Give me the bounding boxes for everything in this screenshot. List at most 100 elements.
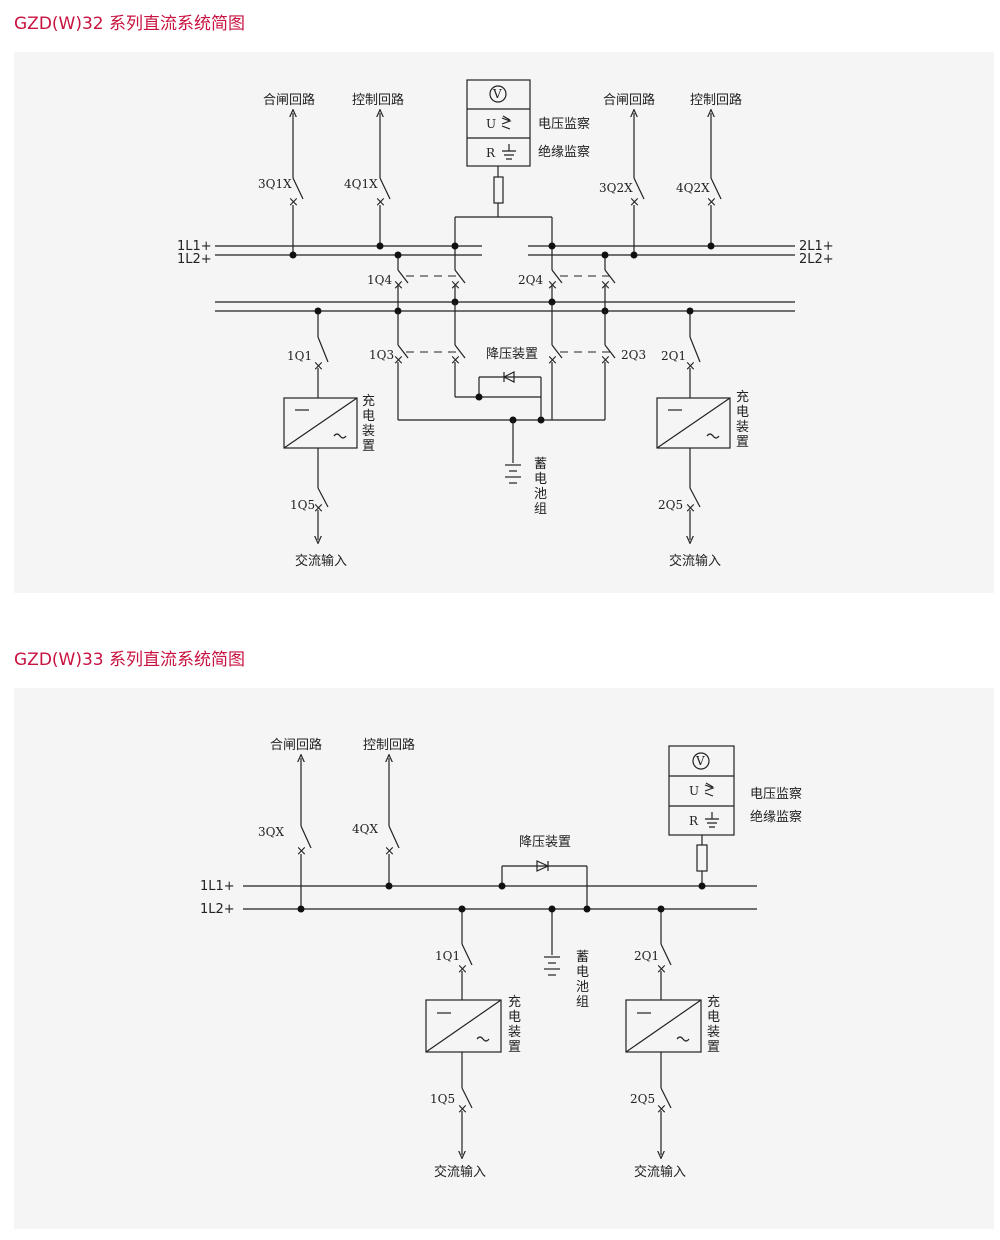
svg-text:×: × <box>457 962 468 977</box>
step-down-device <box>475 371 542 420</box>
sw-2q1-label: 2Q1 <box>661 349 686 363</box>
feeder-3q1x: × <box>288 113 304 259</box>
svg-text:×: × <box>706 195 717 210</box>
svg-text:×: × <box>685 501 696 516</box>
sw-4q2x-label: 4Q2X <box>676 181 710 195</box>
bus-lines <box>215 245 795 312</box>
sw-3q2x-label: 3Q2X <box>599 181 633 195</box>
svg-text:×: × <box>656 1102 667 1117</box>
sw-1q1-label: 1Q1 <box>287 349 312 363</box>
diagram2-schematic: 1L1+ 1L2+ × 3QX 合闸回路 × 4QX 控制回路 降压装置 蓄 电 <box>200 737 802 1180</box>
svg-text:×: × <box>313 501 324 516</box>
feeder-3q2x: × <box>629 113 645 259</box>
feeder-3qx: × <box>296 758 312 913</box>
monitor-v-symbol-2: V <box>695 754 705 768</box>
control-circuit-left: 控制回路 <box>352 92 404 108</box>
svg-text:充: 充 <box>707 994 720 1010</box>
svg-text:×: × <box>547 353 558 368</box>
ac-input-left-2: 交流输入 <box>434 1164 486 1180</box>
svg-text:充: 充 <box>362 393 375 409</box>
step-down-label-2: 降压装置 <box>519 835 571 850</box>
bus-2l2-label: 2L2+ <box>799 252 834 267</box>
closing-circuit: 合闸回路 <box>270 737 322 753</box>
svg-text:×: × <box>600 353 611 368</box>
battery-symbol <box>505 420 521 484</box>
svg-text:电: 电 <box>576 965 589 980</box>
bus-1l2-label: 1L2+ <box>177 252 212 267</box>
svg-text:置: 置 <box>508 1040 521 1055</box>
diagram2-title: GZD(W)33 系列直流系统简图 <box>14 650 246 670</box>
monitor-u-symbol: U <box>486 117 496 131</box>
bus-1l2-label-2: 1L2+ <box>200 902 235 917</box>
svg-text:×: × <box>384 844 395 859</box>
svg-text:置: 置 <box>707 1040 720 1055</box>
svg-text:×: × <box>313 359 324 374</box>
sw-3qx-label: 3QX <box>258 825 284 839</box>
sw-4qx-label: 4QX <box>352 822 378 836</box>
bus-1l1-label-2: 1L1+ <box>200 879 235 894</box>
closing-circuit-left: 合闸回路 <box>263 92 315 108</box>
svg-text:充: 充 <box>736 389 749 405</box>
control-circuit-right: 控制回路 <box>690 92 742 108</box>
control-circuit: 控制回路 <box>363 737 415 753</box>
battery-char-3: 池 <box>534 487 547 502</box>
battery-symbol-2 <box>544 905 560 976</box>
sw-1q3-label: 1Q3 <box>369 348 394 362</box>
diagram1-schematic: 1L1+ 1L2+ 2L1+ 2L2+ × 3Q1X 合闸回路 × 4Q1X 控… <box>177 79 834 569</box>
svg-text:装: 装 <box>508 1025 521 1040</box>
svg-text:×: × <box>457 1102 468 1117</box>
svg-text:×: × <box>685 359 696 374</box>
svg-text:×: × <box>288 195 299 210</box>
svg-text:蓄: 蓄 <box>576 950 589 965</box>
svg-text:组: 组 <box>576 995 589 1010</box>
svg-text:电: 电 <box>508 1010 521 1025</box>
charger-left: × × <box>283 307 358 541</box>
sw-1q4-label: 1Q4 <box>367 273 392 287</box>
svg-text:×: × <box>547 278 558 293</box>
sw-2q5-label-2: 2Q5 <box>630 1092 655 1106</box>
closing-circuit-right: 合闸回路 <box>603 92 655 108</box>
svg-text:电: 电 <box>736 405 749 420</box>
sw-4q1x-label: 4Q1X <box>344 177 378 191</box>
feeder-4q1x: × <box>375 113 391 250</box>
voltage-monitor-label-2: 电压监察 <box>750 787 802 802</box>
monitor-block: V U R <box>454 79 553 246</box>
svg-text:×: × <box>296 844 307 859</box>
sw-1q5-label-2: 1Q5 <box>430 1092 455 1106</box>
insulation-monitor-label: 绝缘监察 <box>538 144 590 160</box>
svg-text:置: 置 <box>736 435 749 450</box>
svg-text:×: × <box>450 353 461 368</box>
sw-2q1-label-2: 2Q1 <box>634 949 659 963</box>
sw-3q1x-label: 3Q1X <box>258 177 292 191</box>
svg-text:置: 置 <box>362 439 375 454</box>
step-down-label: 降压装置 <box>486 347 538 362</box>
ac-input-right-2: 交流输入 <box>634 1164 686 1180</box>
bus-2l1-label: 2L1+ <box>799 239 834 254</box>
insulation-monitor-label-2: 绝缘监察 <box>750 809 802 825</box>
svg-text:充: 充 <box>508 994 521 1010</box>
svg-text:×: × <box>393 278 404 293</box>
battery-char-2: 电 <box>534 472 547 487</box>
ac-input-right: 交流输入 <box>669 553 721 569</box>
diagram1-title: GZD(W)32 系列直流系统简图 <box>14 14 246 34</box>
battery-char-1: 蓄 <box>534 457 547 472</box>
diagram1-panel: 1L1+ 1L2+ 2L1+ 2L2+ × 3Q1X 合闸回路 × 4Q1X 控… <box>14 52 994 593</box>
sw-1q5-label: 1Q5 <box>290 498 315 512</box>
svg-text:×: × <box>450 278 461 293</box>
voltage-monitor-label: 电压监察 <box>538 117 590 132</box>
bus-1l1-label: 1L1+ <box>177 239 212 254</box>
feeder-4q2x: × <box>706 113 722 250</box>
svg-text:池: 池 <box>576 980 589 995</box>
sw-2q4-label: 2Q4 <box>518 273 543 287</box>
sw-1q1-label-2: 1Q1 <box>435 949 460 963</box>
ac-input-left: 交流输入 <box>295 553 347 569</box>
battery-char-4: 组 <box>534 502 547 517</box>
svg-text:装: 装 <box>362 424 375 439</box>
svg-text:电: 电 <box>707 1010 720 1025</box>
bus-lines-2 <box>243 885 757 910</box>
svg-text:电: 电 <box>362 409 375 424</box>
monitor-r-symbol-2: R <box>689 814 699 828</box>
monitor-r-symbol: R <box>486 146 496 160</box>
monitor-v-symbol: V <box>492 87 502 101</box>
monitor-u-symbol-2: U <box>689 784 699 798</box>
